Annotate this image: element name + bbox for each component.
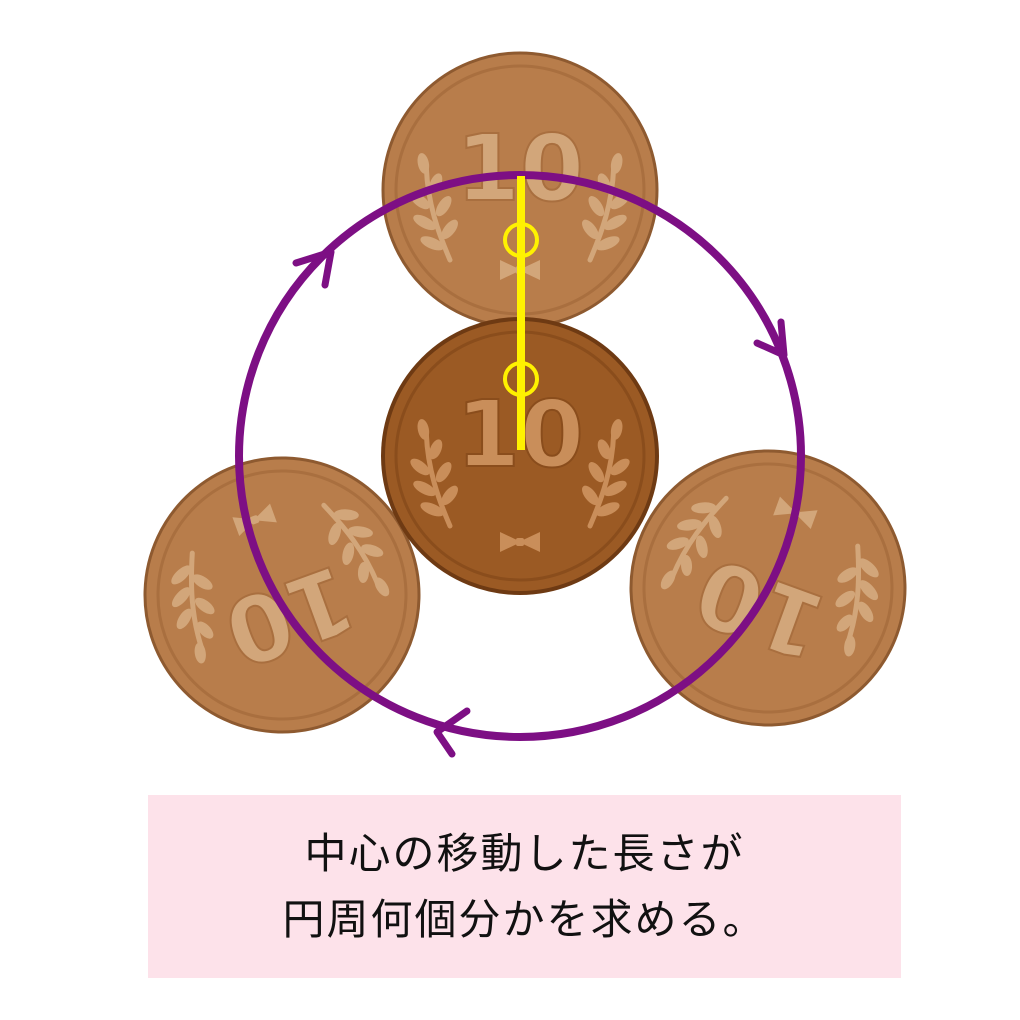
caption-line-1: 中心の移動した長さが — [304, 828, 745, 878]
center-point-marker-icon — [503, 222, 539, 258]
coin-right: 10 — [629, 449, 907, 727]
center-point-marker-icon — [503, 361, 539, 397]
direction-arrow-icon — [753, 318, 788, 359]
direction-arrow-icon — [292, 248, 335, 289]
center-path-circle — [235, 171, 805, 741]
caption-line-2: 円周何個分かを求める。 — [282, 894, 767, 944]
coin-left: 10 — [143, 456, 421, 734]
caption-box: 中心の移動した長さが 円周何個分かを求める。 — [148, 795, 901, 978]
direction-arrow-icon — [433, 707, 471, 758]
